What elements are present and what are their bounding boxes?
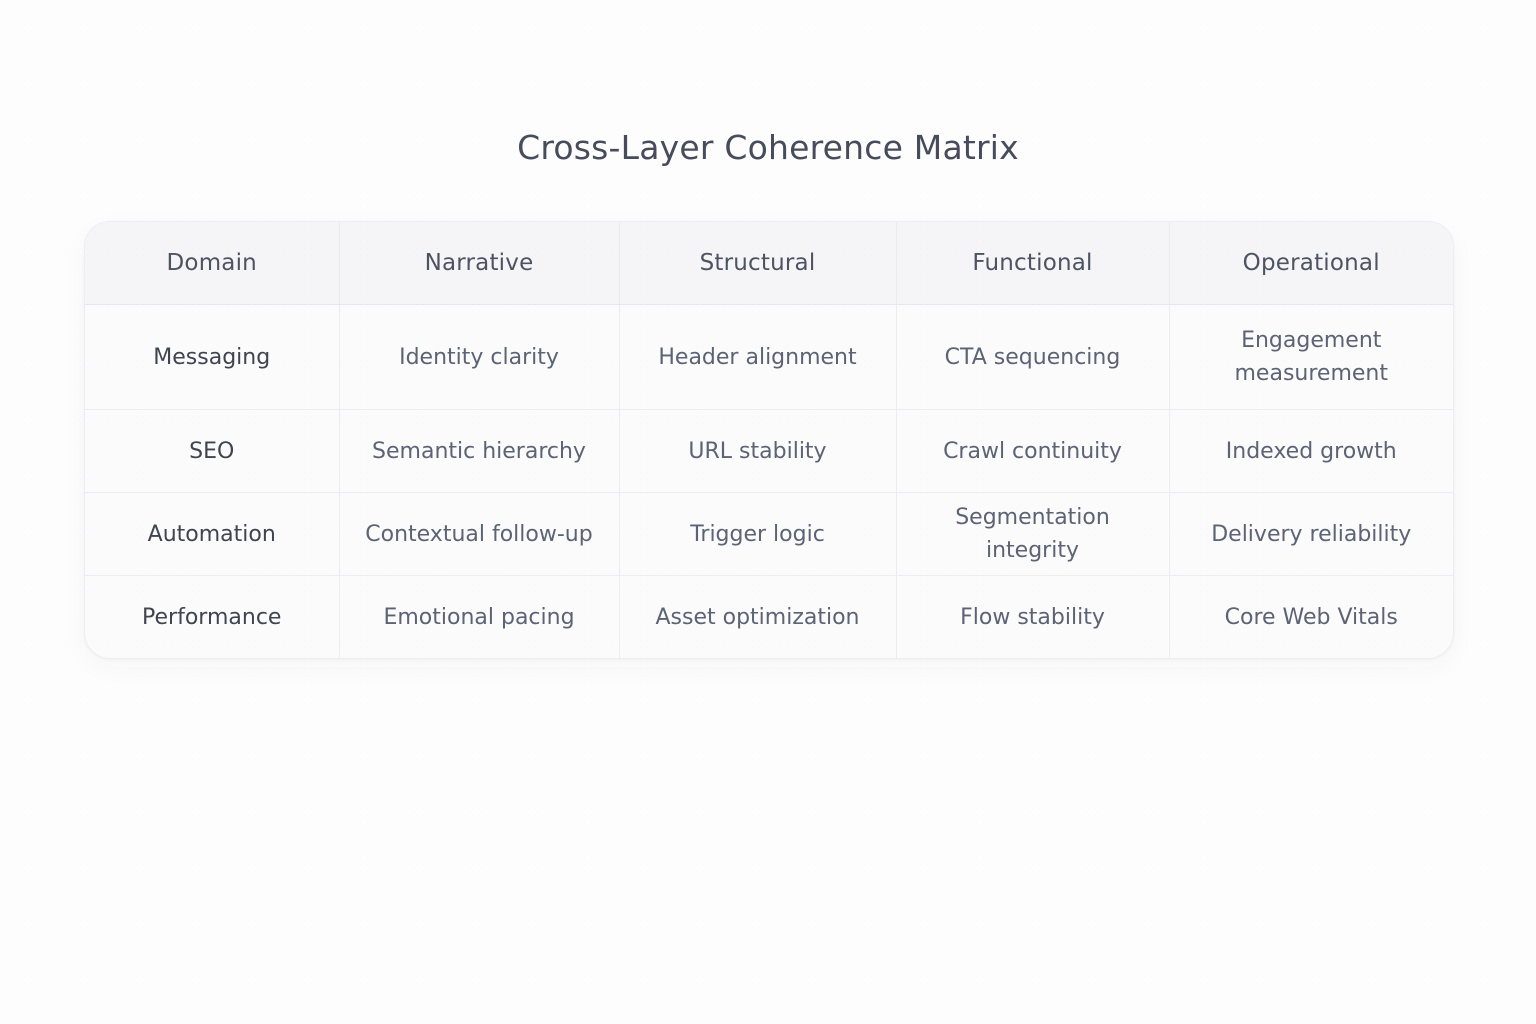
table-body: Messaging Identity clarity Header alignm… xyxy=(85,304,1453,658)
cell-functional-messaging: CTA sequencing xyxy=(896,304,1170,410)
coherence-matrix-table: Domain Narrative Structural Functional O… xyxy=(85,222,1453,658)
coherence-matrix-card: Domain Narrative Structural Functional O… xyxy=(84,221,1454,659)
cell-operational-automation: Delivery reliability xyxy=(1169,492,1453,576)
cell-domain-seo: SEO xyxy=(85,409,340,493)
table-row: SEO Semantic hierarchy URL stability Cra… xyxy=(85,409,1453,493)
page-title: Cross-Layer Coherence Matrix xyxy=(517,128,1019,167)
table-header: Domain Narrative Structural Functional O… xyxy=(85,222,1453,305)
table-row: Messaging Identity clarity Header alignm… xyxy=(85,304,1453,410)
header-row: Domain Narrative Structural Functional O… xyxy=(85,222,1453,305)
cell-narrative-automation: Contextual follow-up xyxy=(339,492,620,576)
cell-narrative-seo: Semantic hierarchy xyxy=(339,409,620,493)
cell-operational-performance: Core Web Vitals xyxy=(1224,604,1398,630)
cell-functional-performance: Flow stability xyxy=(896,575,1170,658)
table-row: Automation Contextual follow-up Trigger … xyxy=(85,492,1453,576)
cell-structural-seo: URL stability xyxy=(619,409,897,493)
cell-structural-performance: Asset optimization xyxy=(619,575,897,658)
cell-functional-seo: Crawl continuity xyxy=(896,409,1170,493)
cell-narrative-performance: Emotional pacing xyxy=(339,575,620,658)
column-header-domain[interactable]: Domain xyxy=(85,222,340,305)
cell-operational-messaging: Engagement measurement xyxy=(1169,304,1453,410)
cell-domain-messaging: Messaging xyxy=(85,304,340,410)
cell-narrative-messaging: Identity clarity xyxy=(339,304,620,410)
column-header-structural[interactable]: Structural xyxy=(619,222,897,305)
cell-structural-automation: Trigger logic xyxy=(619,492,897,576)
column-header-functional[interactable]: Functional xyxy=(896,222,1170,305)
column-header-narrative[interactable]: Narrative xyxy=(339,222,620,305)
cell-operational-seo: Indexed growth xyxy=(1169,409,1453,493)
cell-domain-automation: Automation xyxy=(85,492,340,576)
column-header-operational[interactable]: Operational xyxy=(1169,222,1453,305)
cell-structural-messaging: Header alignment xyxy=(619,304,897,410)
cell-domain-performance: Performance xyxy=(85,575,340,658)
cell-functional-automation: Segmentation integrity xyxy=(896,492,1170,576)
table-row: Performance Emotional pacing Asset optim… xyxy=(85,575,1453,658)
